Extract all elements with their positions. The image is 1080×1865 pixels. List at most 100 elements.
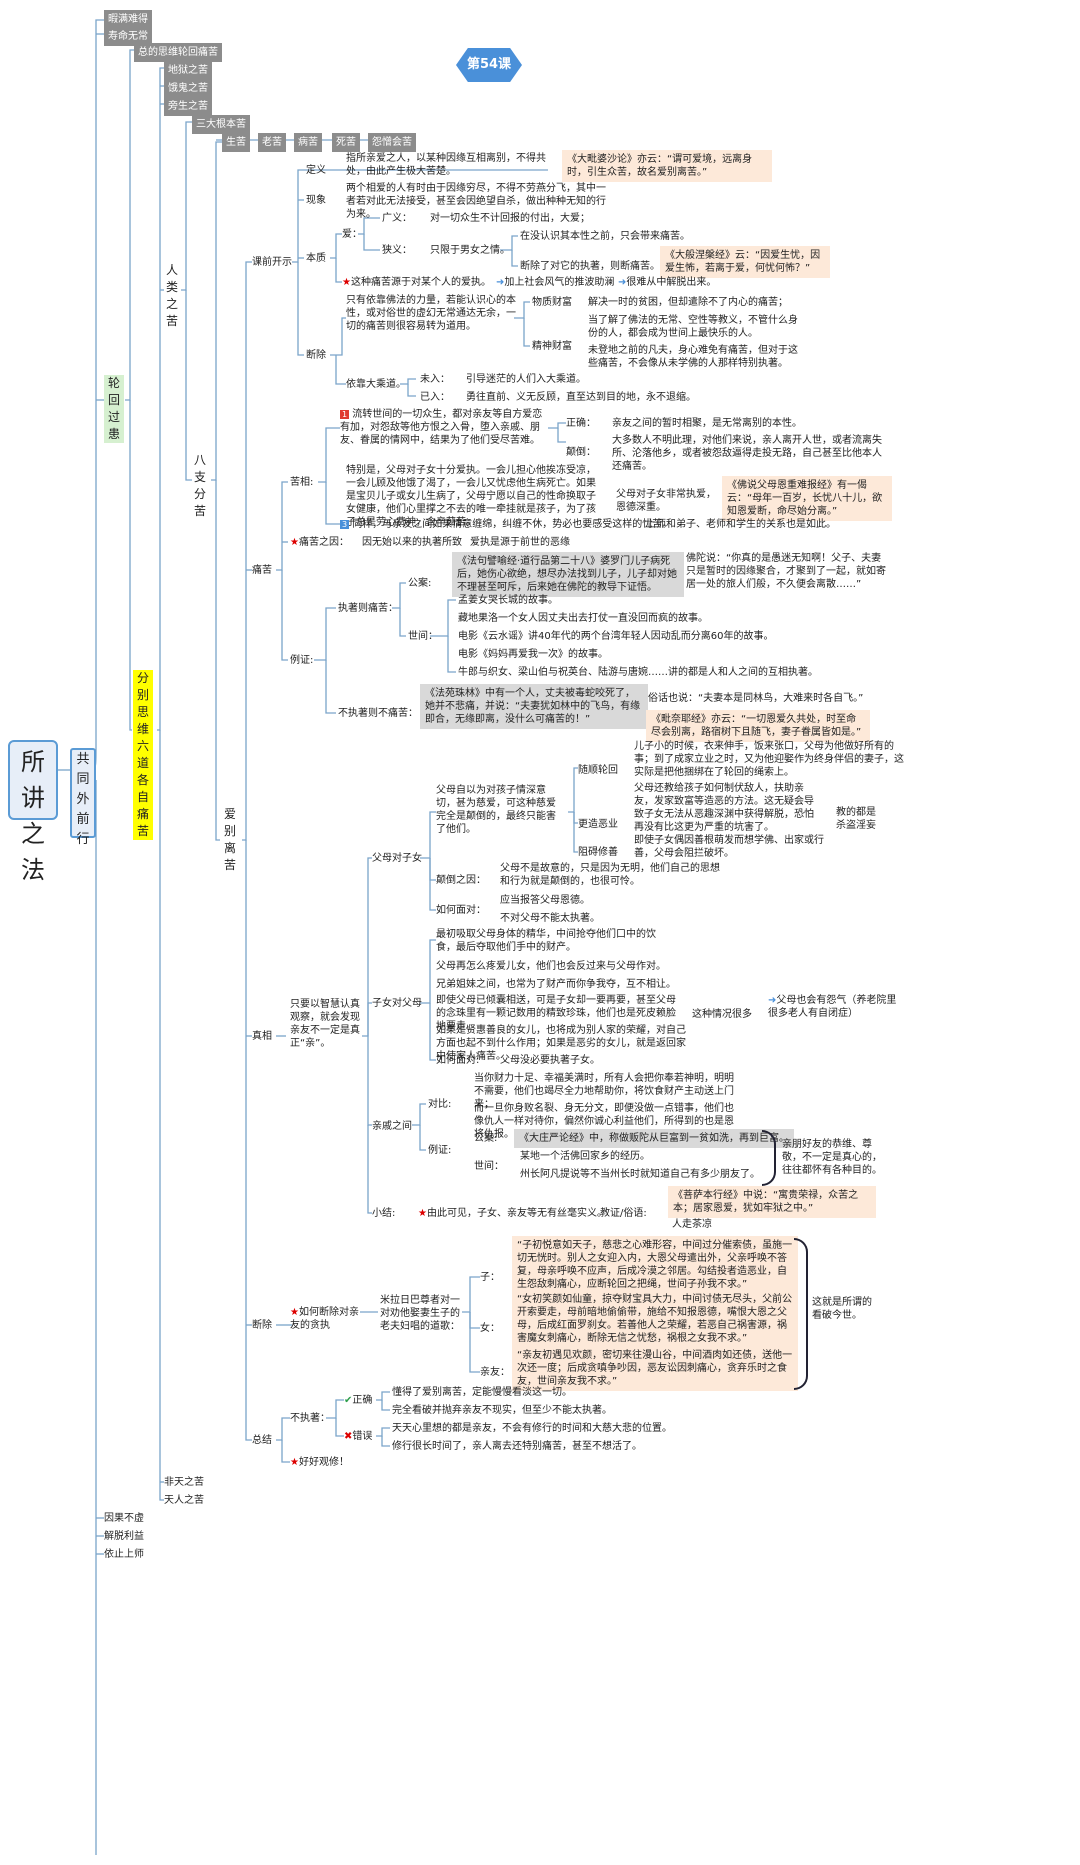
pain-kuxiang[interactable]: 苦相: <box>290 477 314 488</box>
tab-siku[interactable]: 死苦 <box>332 133 360 152</box>
star-icon: ★ <box>290 1307 299 1318</box>
summary-no[interactable]: 不执著： <box>290 1413 330 1424</box>
section-pain[interactable]: 痛苦 <box>252 565 272 576</box>
tab-yuanzeng[interactable]: 怨憎会苦 <box>368 133 416 152</box>
intro-def[interactable]: 定义 <box>306 165 326 176</box>
intro-phen[interactable]: 现象 <box>306 195 326 206</box>
cut-son[interactable]: 子： <box>480 1272 500 1283</box>
node-bazhi[interactable]: 八支分苦 <box>193 453 206 518</box>
truth-ex-world[interactable]: 世间： <box>474 1161 504 1172</box>
truth-relatives[interactable]: 亲戚之间 <box>372 1121 412 1132</box>
truth-obstruct-text: 即使子女偶因善根萌发而想学佛、出家或行善，父母会阻拦破坏。 <box>634 835 824 859</box>
lesson-badge: 第54课 <box>456 48 522 82</box>
section-cut[interactable]: 断除 <box>252 1320 272 1331</box>
tab-shengku[interactable]: 生苦 <box>222 133 250 152</box>
truth-ex-bracket <box>762 1130 776 1186</box>
node-tianren[interactable]: 天人之苦 <box>164 1495 204 1506</box>
section-truth[interactable]: 真相 <box>252 1031 272 1042</box>
truth-cause-rev[interactable]: 颠倒之因： <box>436 875 486 886</box>
pain-reverse[interactable]: 颠倒： <box>566 447 596 458</box>
intro-narrow-text: 只限于男女之情。 <box>430 245 510 256</box>
node-general[interactable]: 总的思维轮回痛苦 <box>134 43 222 62</box>
node-xiaman[interactable]: 暇满难得 <box>104 10 152 29</box>
tab-laoku[interactable]: 老苦 <box>258 133 286 152</box>
node-sangen[interactable]: 三大根本苦 <box>192 115 250 134</box>
summary-wrong[interactable]: ✖错误 <box>344 1431 373 1442</box>
pain-unattached[interactable]: 不执著则不痛苦： <box>338 708 418 719</box>
pain-p1: 1 流转世间的一切众生，都对亲友等自方爱恋有加，对怨敌等他方恨之入骨，堕入亲戚、… <box>340 409 543 446</box>
node-pangsheng[interactable]: 旁生之苦 <box>164 97 212 116</box>
pain-correct[interactable]: 正确： <box>566 418 596 429</box>
arrow-right-icon: ➜ <box>618 277 627 288</box>
summary-wrong-a: 天天心里想的都是亲友，不会有修行的时间和大慈大悲的位置。 <box>392 1423 672 1434</box>
pain-example[interactable]: 例证: <box>290 655 314 666</box>
truth-c-face-text: 父母没必要执著子女。 <box>500 1055 600 1066</box>
node-jietuo[interactable]: 解脱利益 <box>104 1531 144 1542</box>
cut-bracket <box>794 1238 808 1390</box>
pain-case[interactable]: 公案: <box>408 578 432 589</box>
truth-evil[interactable]: 更造恶业 <box>578 819 618 830</box>
section-summary[interactable]: 总结 <box>252 1435 272 1446</box>
intro-spiritual[interactable]: 精神财富 <box>532 341 572 352</box>
intro-mahayana[interactable]: 依靠大乘道。 <box>346 379 406 390</box>
summary-observe[interactable]: ★好好观修！ <box>290 1457 349 1468</box>
intro-not-in[interactable]: 未入： <box>420 374 450 385</box>
cut-how[interactable]: ★如何断除对亲友的贪执 <box>290 1307 359 1331</box>
node-renlei[interactable]: 人类之苦 <box>165 263 178 328</box>
truth-p2c-text: 父母自以为对孩子情深意切，甚为慈爱，可这种慈爱完全是颠倒的，最终只能害了他们。 <box>436 785 556 835</box>
intro-not-in-text: 引导迷茫的人们入大乘道。 <box>466 374 586 385</box>
cut-kin[interactable]: 亲友： <box>480 1367 510 1378</box>
node-feitian[interactable]: 非天之苦 <box>164 1477 204 1488</box>
pain-worldly[interactable]: 世间： <box>408 631 438 642</box>
intro-broad[interactable]: 广义： <box>382 213 412 224</box>
pain-case-box: 《法句譬喻经·道行品第二十八》婆罗门儿子病死后，她伤心欲绝，想尽办法找到儿子，儿… <box>452 552 684 597</box>
intro-entered[interactable]: 已入： <box>420 392 450 403</box>
truth-samsara[interactable]: 随顺轮回 <box>578 765 618 776</box>
summary-right[interactable]: ✔正确 <box>344 1395 373 1406</box>
intro-narrow-a: 在没认识其本性之前，只会带来痛苦。 <box>520 231 690 242</box>
node-fenbie[interactable]: 分别思维六道各自痛苦 <box>133 670 153 840</box>
intro-arrow1: ➜加上社会风气的推波助澜 <box>496 277 615 288</box>
node-yinguo[interactable]: 因果不虚 <box>104 1513 144 1524</box>
truth-obstruct[interactable]: 阻碍修善 <box>578 847 618 858</box>
intro-entered-text: 勇往直前、义无反顾，直至达到目的地，永不退缩。 <box>466 392 696 403</box>
node-yizhi[interactable]: 依止上师 <box>104 1549 144 1560</box>
node-diyu[interactable]: 地狱之苦 <box>164 61 212 80</box>
pain-attached[interactable]: 执著则痛苦： <box>338 603 398 614</box>
truth-small[interactable]: 小结: <box>372 1208 396 1219</box>
intro-love[interactable]: 爱： <box>342 229 362 240</box>
pain-reverse-text: 大多数人不明此理，对他们来说，亲人离开人世，或者流离失所、沦落他乡，或者被怨敌逼… <box>612 435 882 472</box>
summary-right-a: 懂得了爱别离苦，定能慢慢看淡这一切。 <box>392 1387 572 1398</box>
intro-remove[interactable]: 断除 <box>306 350 326 361</box>
truth-ex-case[interactable]: 公案: <box>474 1133 498 1144</box>
truth-con-a: 当你财力十足、幸福美满时，所有人会把你奉若神明，明明不需要，他们也竭尽全力地帮助… <box>474 1073 734 1110</box>
truth-c2p[interactable]: 子女对父母 <box>372 998 422 1009</box>
root2-node[interactable]: 共同外前行 <box>70 748 96 847</box>
pain-cause-b: 爱执是源于前世的恶缘 <box>470 537 570 548</box>
intro-narrow[interactable]: 狭义： <box>382 245 412 256</box>
node-egui[interactable]: 饿鬼之苦 <box>164 79 212 98</box>
truth-lead: 只要以智慧认真观察，就会发现亲友不一定是真正“亲”。 <box>290 999 360 1049</box>
truth-p2c[interactable]: 父母对子女 <box>372 853 422 864</box>
intro-essence[interactable]: 本质 <box>306 253 326 264</box>
cut-son-text: “子初悦意如天子，慈悲之心难形容，中间过分催索债，虽施一切无恍时。别人之女迎入内… <box>512 1236 798 1294</box>
x-circle-icon: ✖ <box>344 1431 353 1442</box>
truth-c4-quote: ➜父母也会有怨气（养老院里很多老人有自闭症） <box>768 995 897 1019</box>
section-intro[interactable]: 课前开示 <box>252 257 292 268</box>
truth-teach[interactable]: 教证/俗语: <box>600 1208 647 1219</box>
root-node[interactable]: 所讲之法 <box>8 740 58 884</box>
tab-bingku[interactable]: 病苦 <box>294 133 322 152</box>
intro-material[interactable]: 物质财富 <box>532 297 572 308</box>
truth-face[interactable]: 如何面对： <box>436 905 486 916</box>
cut-daughter[interactable]: 女： <box>480 1323 500 1334</box>
truth-c-face[interactable]: 如何面对: <box>436 1055 480 1066</box>
truth-ex[interactable]: 例证: <box>428 1145 452 1156</box>
node-lunhui[interactable]: 轮回过患 <box>104 375 124 443</box>
node-aibie[interactable]: 爱别离苦 <box>223 807 236 872</box>
node-shouming[interactable]: 寿命无常 <box>104 27 152 46</box>
pain-cause[interactable]: ★痛苦之因： <box>290 537 349 548</box>
truth-contrast[interactable]: 对比: <box>428 1099 452 1110</box>
truth-c2: 父母再怎么疼爱儿女，他们也会反过来与父母作对。 <box>436 961 666 972</box>
summary-right-b: 完全看破并抛弃亲友不现实，但至少不能太执著。 <box>392 1405 612 1416</box>
